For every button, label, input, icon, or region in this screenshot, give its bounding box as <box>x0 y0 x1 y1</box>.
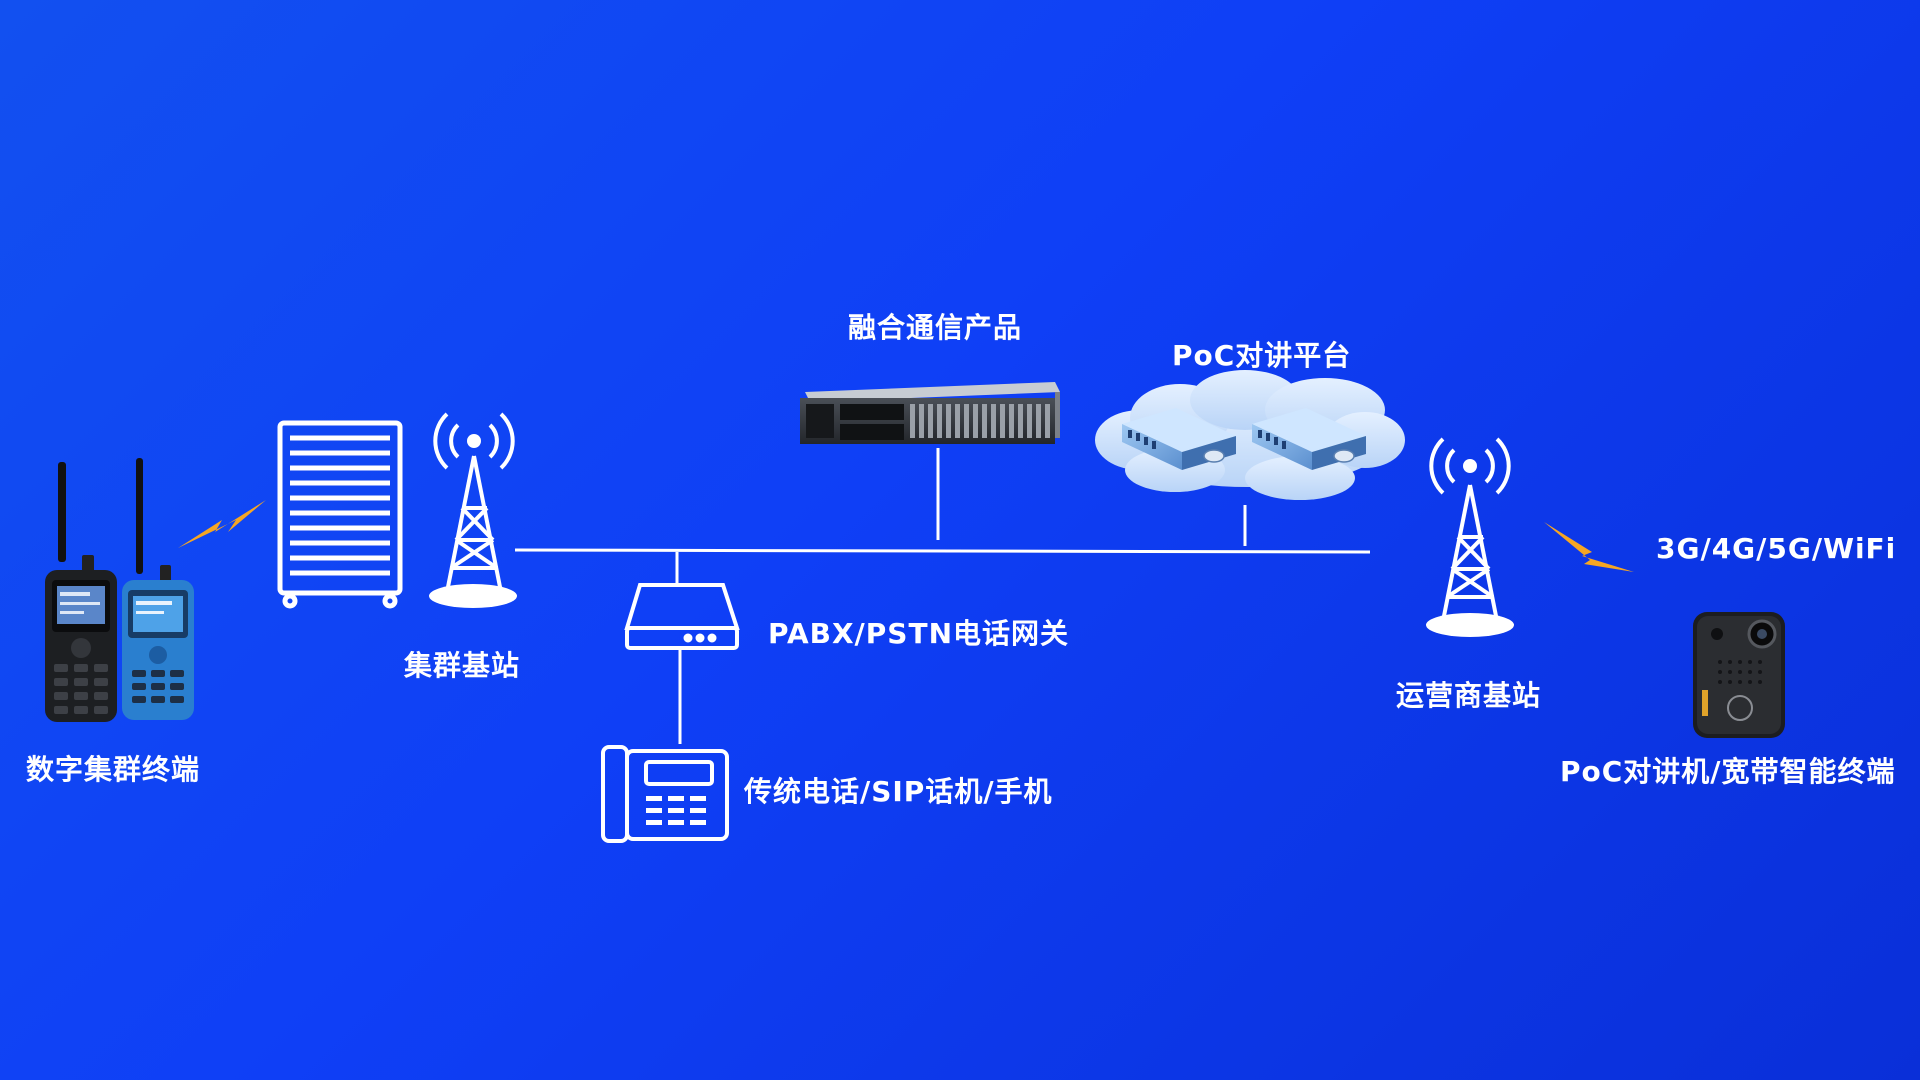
gateway-icon <box>624 583 740 650</box>
fusion-product-label: 融合通信产品 <box>848 311 1023 344</box>
main-bus-line <box>514 548 1371 554</box>
trunk-tower-icon <box>429 412 517 608</box>
traditional-phone-label: 传统电话/SIP话机/手机 <box>744 775 1053 808</box>
pabx-gateway-label: PABX/PSTN电话网关 <box>768 617 1069 650</box>
body-camera-icon <box>1693 612 1785 738</box>
poc-terminal-label: PoC对讲机/宽带智能终端 <box>1560 755 1896 788</box>
rack-server-icon <box>800 382 1060 444</box>
carrier-base-station-label: 运营商基站 <box>1396 679 1542 712</box>
poc-server-left-icon <box>1122 408 1236 470</box>
poc-platform-label: PoC对讲平台 <box>1172 339 1352 372</box>
digital-radio-black-icon <box>45 462 117 722</box>
network-types-label: 3G/4G/5G/WiFi <box>1656 532 1897 565</box>
wireless-signal-right-icon <box>1544 522 1634 572</box>
poc-server-right-icon <box>1252 408 1366 470</box>
desk-phone-icon <box>601 745 729 843</box>
backbone-lines <box>514 448 1371 744</box>
carrier-tower-icon <box>1426 437 1514 637</box>
trunk-cabinet-icon <box>277 420 403 609</box>
digital-trunk-terminal-label: 数字集群终端 <box>26 753 201 786</box>
wireless-signal-left-icon <box>178 500 266 548</box>
digital-radio-blue-icon <box>122 458 194 720</box>
trunk-base-station-label: 集群基站 <box>404 649 521 682</box>
